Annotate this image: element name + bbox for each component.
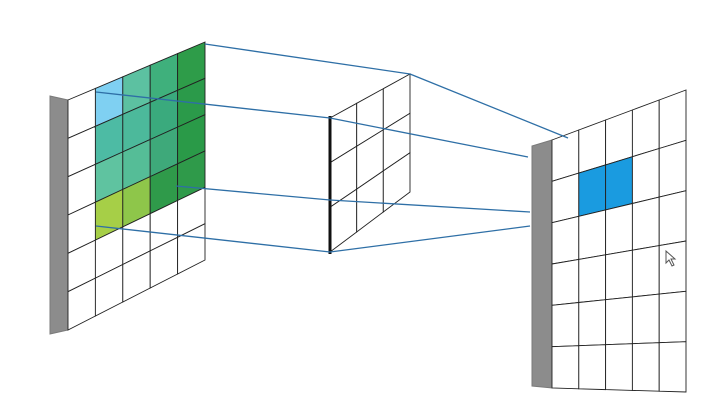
output-cell	[551, 302, 580, 348]
output-cell	[658, 139, 687, 198]
output-cell	[631, 293, 660, 345]
panel-edge	[531, 139, 553, 389]
output-cell	[631, 99, 660, 158]
connector-line	[95, 225, 331, 253]
output-cell	[658, 89, 687, 150]
mouse-pointer-icon	[665, 249, 677, 267]
output-feature-map	[531, 89, 687, 393]
connector-line	[95, 91, 331, 119]
output-cell	[605, 296, 633, 346]
output-cell	[605, 343, 633, 391]
output-cell	[578, 299, 607, 347]
output-cell	[578, 254, 607, 303]
output-cell	[605, 109, 633, 166]
output-cell	[551, 129, 580, 182]
output-cell	[658, 341, 687, 393]
input-feature-map	[49, 41, 206, 335]
connector-line	[329, 117, 529, 158]
output-cell	[578, 119, 607, 174]
output-cell	[658, 240, 687, 295]
output-cell	[631, 147, 660, 205]
output-cell	[605, 156, 633, 211]
panel-edge	[49, 95, 69, 335]
output-cell	[578, 344, 607, 391]
connector-line	[329, 199, 531, 213]
kernel-cell	[382, 151, 411, 213]
output-cell	[631, 196, 660, 251]
output-cell	[551, 345, 580, 390]
connector-line	[175, 185, 331, 201]
output-cell	[631, 245, 660, 298]
output-cell	[578, 209, 607, 260]
output-cell	[658, 190, 687, 247]
output-cell	[578, 164, 607, 217]
connector-line	[409, 73, 569, 139]
output-cell	[551, 258, 580, 306]
output-cell	[605, 249, 633, 301]
connector-line	[329, 225, 531, 253]
output-cell	[605, 202, 633, 256]
output-cell	[658, 290, 687, 344]
connector-line	[204, 43, 411, 75]
connector-lines	[95, 43, 569, 253]
kernel-filter	[328, 73, 411, 254]
output-cell	[551, 172, 580, 224]
output-cell	[551, 215, 580, 265]
output-cell	[631, 342, 660, 392]
